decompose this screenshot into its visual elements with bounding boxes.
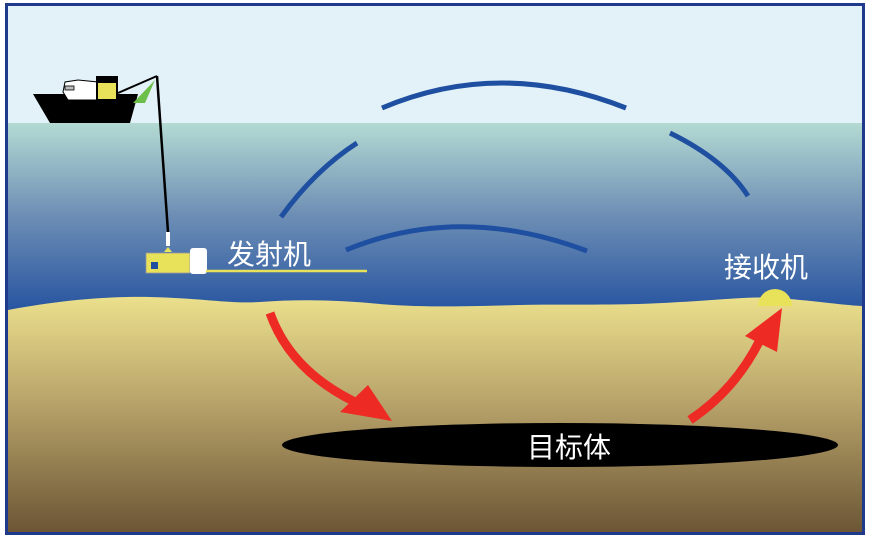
wave-arc: [668, 130, 751, 198]
arrow-up: [687, 308, 782, 424]
wave-arc: [345, 224, 588, 254]
transmitter-device: [145, 247, 367, 274]
frame-border: [5, 3, 865, 535]
seabed: [8, 296, 862, 532]
target-label: 目标体: [527, 431, 611, 464]
sky: [8, 6, 862, 124]
target-body: [282, 423, 838, 467]
transmitter-label: 发射机: [227, 238, 311, 271]
arrow-down: [265, 311, 392, 421]
receiver-label: 接收机: [724, 251, 808, 284]
ship: [33, 75, 158, 123]
wave-arc: [381, 80, 627, 111]
em-waves: [278, 80, 751, 254]
wave-arc: [278, 140, 359, 219]
tow-cable: [155, 75, 170, 233]
water: [8, 123, 862, 323]
receiver-device: [758, 289, 792, 306]
